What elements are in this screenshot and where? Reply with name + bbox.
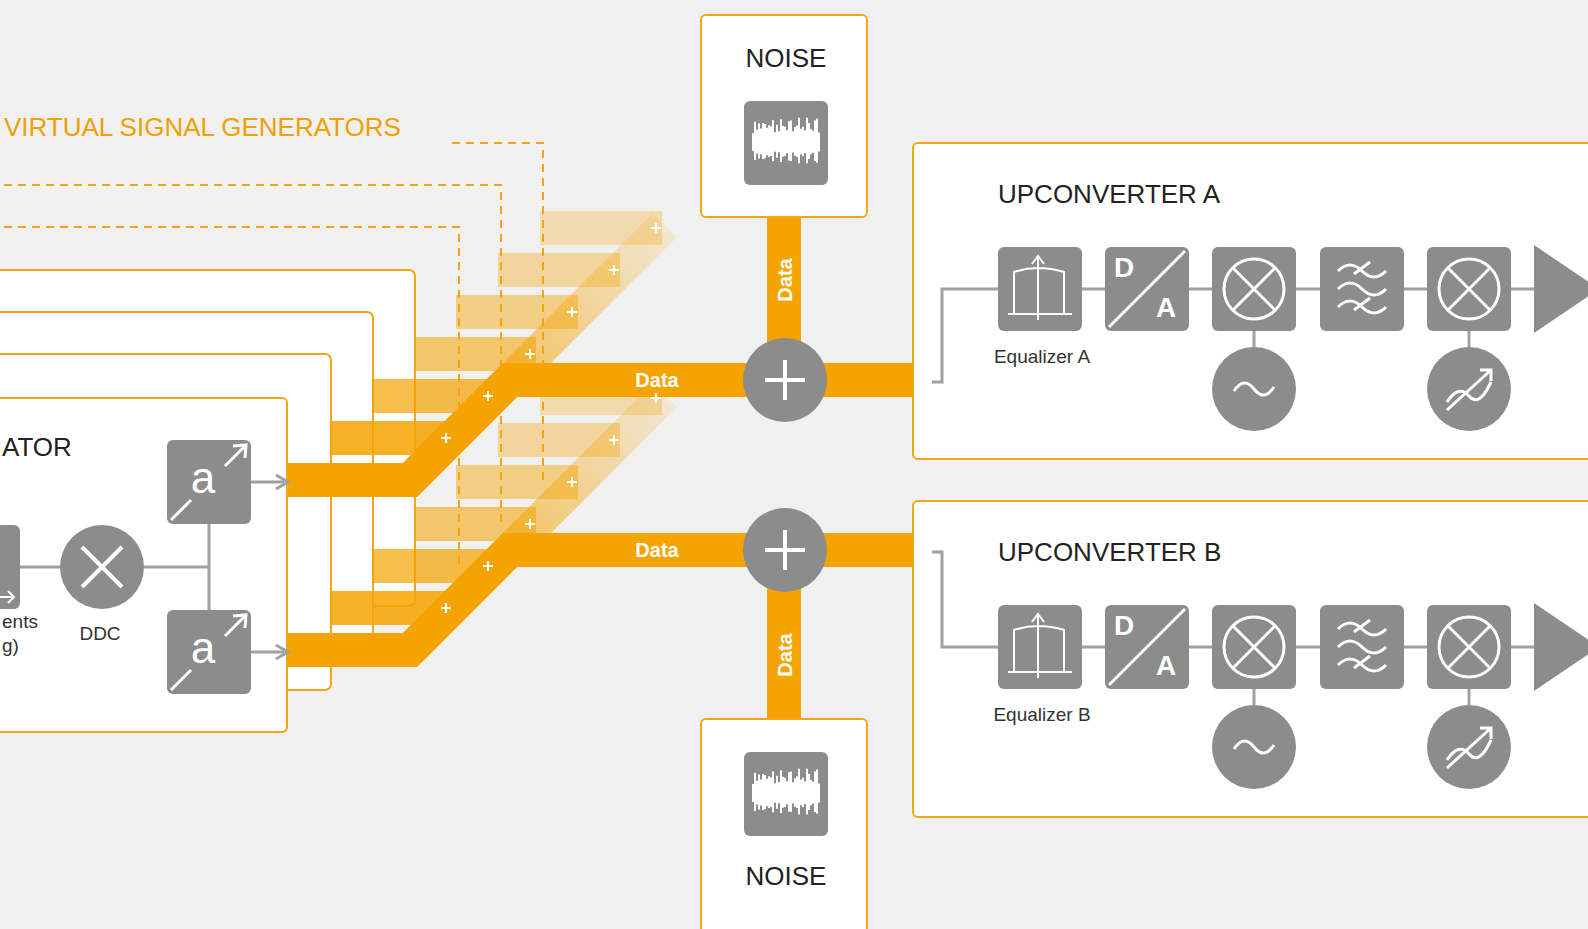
block-caption: ents (2, 612, 38, 633)
gain-symbol: a (191, 454, 215, 502)
block-box: ATOR (0, 397, 288, 733)
block-title: Equalizer B (993, 704, 1090, 726)
band-label: Data (632, 369, 681, 391)
block-box: UPCONVERTER A Equalizer A (912, 142, 1588, 460)
band-label: Data (774, 630, 796, 679)
block-title: Equalizer A (994, 346, 1090, 368)
converter-letter: A (1156, 651, 1176, 682)
block-title: ATOR (2, 433, 72, 463)
group-title: VIRTUAL SIGNAL GENERATORS (4, 113, 407, 142)
block-title: NOISE (746, 44, 827, 74)
block-title: UPCONVERTER A (998, 180, 1220, 210)
equalizer-block: Equalizer B (977, 605, 1107, 730)
equalizer-block: Equalizer A (977, 247, 1107, 372)
block-title: NOISE (746, 862, 827, 892)
block-title: UPCONVERTER B (998, 538, 1221, 568)
block-caption: g) (2, 636, 19, 657)
converter-letter: D (1114, 611, 1134, 642)
block-box: NOISE (700, 14, 868, 218)
block-box: UPCONVERTER B Equalizer B (912, 500, 1588, 818)
converter-letter: A (1156, 293, 1176, 324)
band-label: Data (632, 539, 681, 561)
gain-symbol: a (191, 624, 215, 672)
block-illustration (702, 720, 866, 929)
band-label: Data (774, 255, 796, 304)
block-box: NOISE (700, 718, 868, 929)
block-caption: DDC (79, 624, 120, 645)
converter-letter: D (1114, 253, 1134, 284)
